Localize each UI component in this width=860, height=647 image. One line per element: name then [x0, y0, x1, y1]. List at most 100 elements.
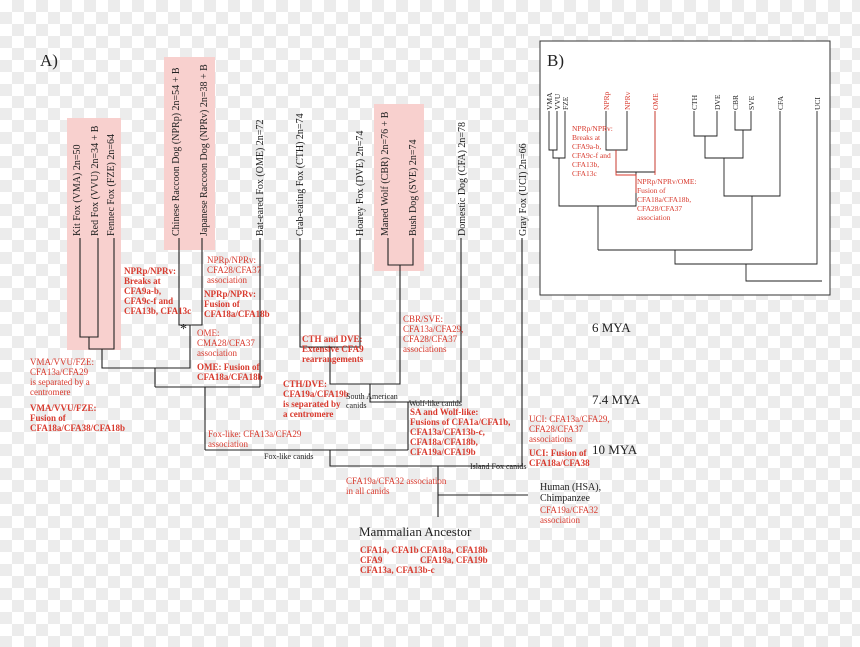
panel-a-label-line: A) — [40, 51, 58, 70]
note-sa-wolf-fusions: SA and Wolf-like:Fusions of CFA1a/CFA1b,… — [410, 407, 510, 457]
time-7-4-mya: 7.4 MYA — [592, 392, 641, 407]
panel-b-note-breaks-line: CFA9a-b, — [572, 142, 601, 151]
note-vma-centromere-line: centromere — [30, 387, 70, 397]
note-cth-dve-rearrangements-line: Extensive CFA9 — [302, 344, 364, 354]
note-vma-centromere-line: CFA13a/CFA29 — [30, 367, 89, 377]
note-npr-association-line: association — [207, 275, 247, 285]
note-npr-fusion-line: NPRp/NPRv: — [204, 289, 256, 299]
note-cth-dve-centromere-line: is separated by — [283, 399, 341, 409]
panel-b-note-fusion-line: Fusion of — [637, 186, 666, 195]
panel-b-label: B) — [547, 51, 564, 70]
note-fox-like-line: association — [208, 439, 248, 449]
clade-fox-like: Fox-like canids — [264, 452, 314, 461]
panel-b-note-breaks-line: CFA13c — [572, 169, 598, 178]
b-branch-npr — [605, 111, 628, 151]
note-ancestor-left-line: CFA13a, CFA13b-c — [360, 565, 435, 575]
panel-b-note-breaks-line: NPRp/NPRv: — [572, 124, 613, 133]
clade-ancestor-line: Mammalian Ancestor — [359, 524, 472, 539]
clade-wolf-like-line: Wolf-like canids — [409, 399, 462, 408]
branch-sa — [329, 265, 401, 385]
taxon-vma: Kit Fox (VMA) 2n=50 — [72, 145, 83, 236]
note-all-canids-line: CFA19a/CFA32 association — [346, 476, 447, 486]
note-ome-fusion-line: OME: Fusion of — [197, 362, 261, 372]
clade-south-american-line: canids — [346, 401, 366, 410]
branch-vulpes-raccoon — [101, 325, 191, 369]
panel-b-taxon-sve: SVE — [747, 95, 756, 110]
time-6-mya: 6 MYA — [592, 320, 631, 335]
clade-human: Human (HSA),Chimpanzee — [540, 482, 601, 504]
note-sa-wolf-fusions-line: Fusions of CFA1a/CFA1b, — [410, 417, 510, 427]
note-human-line: association — [540, 515, 580, 525]
note-sa-wolf-fusions-line: CFA13a/CFA13b-c, — [410, 427, 485, 437]
note-ome-association-line: association — [197, 348, 237, 358]
branch-uci — [329, 238, 523, 467]
taxon-nprp: Chinese Raccoon Dog (NPRp) 2n=54 + B — [171, 67, 182, 236]
taxon-vvu: Red Fox (VVU) 2n=34 + B — [90, 125, 101, 236]
note-uci-fusion-line: UCI: Fusion of — [529, 448, 588, 458]
highlight-box-vulpes — [67, 118, 121, 350]
time-10-mya: 10 MYA — [592, 442, 638, 457]
panel-b-taxon-dve: DVE — [713, 94, 722, 110]
note-sa-wolf-fusions-line: SA and Wolf-like: — [410, 407, 478, 417]
clade-island-fox-line: Island Fox canids — [470, 462, 526, 471]
panel-b-note-breaks-line: CFA9c-f and — [572, 151, 611, 160]
note-vma-fusion-line: CFA18a/CFA38/CFA18b — [30, 423, 125, 433]
panel-b-taxon-vvu: VVU — [553, 93, 562, 110]
taxon-sve: Bush Dog (SVE) 2n=74 — [408, 140, 419, 236]
note-npr-fusion-line: CFA18a/CFA18b — [204, 309, 270, 319]
panel-b-label-line: B) — [547, 51, 564, 70]
note-uci-associations-line: CFA28/CFA37 — [529, 424, 584, 434]
note-npr-breaks-line: CFA9c-f and — [124, 296, 173, 306]
note-npr-breaks-line: Breaks at — [124, 276, 161, 286]
note-npr-fusion-line: Fusion of — [204, 299, 241, 309]
panel-b-note-fusion-line: CFA18a/CFA18b, — [637, 195, 691, 204]
note-npr-association-line: CFA28/CFA37 — [207, 265, 262, 275]
taxon-fze: Fennec Fox (FZE) 2n=64 — [106, 134, 117, 236]
clade-human-line: Human (HSA), — [540, 482, 601, 493]
note-all-canids-line: in all canids — [346, 486, 390, 496]
tree-panel-b — [548, 111, 822, 282]
panel-b-taxon-cfa: CFA — [776, 95, 785, 110]
note-ancestor-right-line: CFA19a, CFA19b — [420, 555, 488, 565]
taxon-cbr: Maned Wolf (CBR) 2n=76 + B — [380, 111, 391, 236]
note-npr-breaks-line: CFA9a-b, — [124, 286, 161, 296]
note-cth-dve-centromere-line: CTH/DVE: — [283, 379, 327, 389]
taxon-labels: A) Kit Fox (VMA) 2n=50 Red Fox (VVU) 2n=34… — [40, 51, 529, 236]
panel-b-taxon-nprv: NPRv — [623, 91, 632, 110]
note-vma-fusion-line: Fusion of — [30, 413, 67, 423]
asterisk-mark: * — [180, 322, 187, 337]
clade-island-fox: Island Fox canids — [470, 462, 526, 471]
b-branch-cth-dve — [693, 111, 718, 137]
note-npr-breaks-line: NPRp/NPRv: — [124, 266, 176, 276]
note-cbr-sve-line: CFA13a/CFA29, — [403, 324, 463, 334]
note-cth-dve-centromere-line: a centromere — [283, 409, 333, 419]
taxon-nprv: Japanese Raccoon Dog (NPRv) 2n=38 + B — [199, 64, 210, 236]
note-ancestor-left-line: CFA1a, CFA1b — [360, 545, 419, 555]
clade-wolf-like: Wolf-like canids — [409, 399, 462, 408]
time-6-mya-line: 6 MYA — [592, 320, 631, 335]
panel-b-taxon-fze: FZE — [561, 96, 570, 110]
note-fox-like-line: Fox-like: CFA13a/CFA29 — [208, 429, 302, 439]
taxon-cfa: Domestic Dog (CFA) 2n=78 — [457, 122, 468, 236]
note-sa-wolf-fusions-line: CFA18a/CFA18b, — [410, 437, 478, 447]
tree-panel-a — [79, 238, 528, 517]
panel-b-note-breaks-line: CFA13b, — [572, 160, 599, 169]
taxon-dve: Hoarey Fox (DVE) 2n=74 — [355, 131, 366, 236]
note-cth-dve-rearrangements-line: CTH and DVE: — [302, 334, 363, 344]
